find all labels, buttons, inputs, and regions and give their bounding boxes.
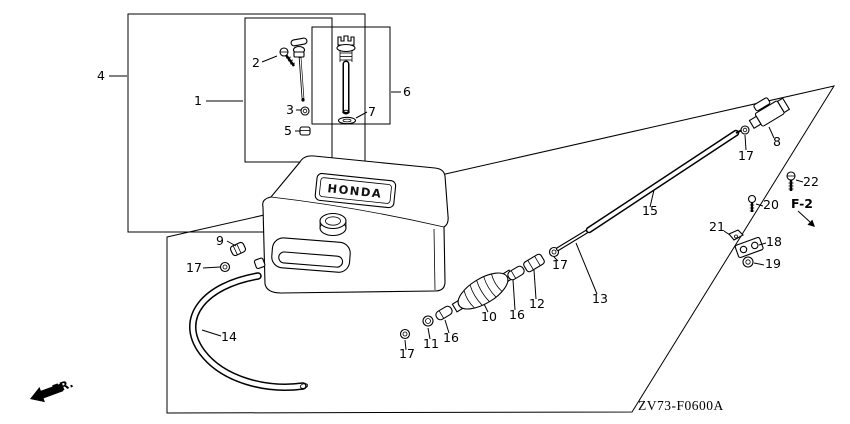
callout-21: 21 (709, 219, 725, 234)
callout-4: 4 (97, 68, 105, 83)
tank-joint-part-9 (229, 241, 247, 257)
page-ref-label: F-2 (791, 196, 813, 211)
callout-14: 14 (221, 329, 237, 344)
assembly-plane-outline (166, 85, 836, 414)
gauge-detail-box (311, 26, 391, 125)
callout-17d: 17 (738, 148, 754, 163)
callouts: 4 1 2 3 5 6 7 9 17 14 17 11 16 10 16 12 … (97, 55, 819, 361)
outline-frames (127, 13, 836, 414)
callout-19: 19 (765, 256, 781, 271)
callout-18: 18 (766, 234, 782, 249)
tank-outlet-stub (253, 257, 266, 270)
callout-17a: 17 (186, 260, 202, 275)
callout-8: 8 (773, 134, 781, 149)
fuel-cap-assembly-part-1 (290, 37, 308, 102)
callout-15: 15 (642, 203, 658, 218)
connector-part-12 (523, 253, 545, 273)
callout-17b: 17 (399, 346, 415, 361)
callout-11: 11 (423, 336, 439, 351)
engine-connector-part-8 (748, 97, 791, 129)
callout-2: 2 (252, 55, 260, 70)
cap-detail-box (244, 17, 333, 163)
callout-3: 3 (286, 102, 294, 117)
tank-right-edge (433, 228, 436, 291)
joint-part-16b (507, 265, 525, 281)
cap-group-box (127, 13, 366, 233)
screw-part-22 (786, 171, 796, 191)
gauge-washer-part-7 (337, 116, 357, 125)
bolt-part-20 (747, 194, 757, 212)
front-arrow-icon (30, 383, 64, 403)
nut-part-17b (399, 328, 411, 340)
front-direction-marker: FR. (30, 376, 75, 403)
page-reference: F-2 (791, 196, 815, 227)
front-direction-label: FR. (50, 376, 75, 396)
valve-cup-part-5 (299, 126, 311, 136)
callout-20: 20 (763, 197, 779, 212)
callout-16b: 16 (509, 307, 525, 322)
fuel-hose-part-13 (556, 230, 588, 251)
callout-7: 7 (368, 104, 376, 119)
joint-bracket-part-18 (734, 236, 764, 259)
callout-16a: 16 (443, 330, 459, 345)
callout-1: 1 (194, 93, 202, 108)
washer-part-19 (742, 256, 754, 268)
fuel-hose-part-14 (189, 272, 309, 391)
joint-part-16a (435, 305, 453, 321)
callout-12: 12 (529, 296, 545, 311)
callout-10: 10 (481, 309, 497, 324)
callout-6: 6 (403, 84, 411, 99)
fuel-tube-part-15 (585, 128, 744, 234)
fuel-gauge-part-6 (336, 35, 356, 115)
leader-lines (109, 55, 804, 351)
callout-9: 9 (216, 233, 224, 248)
callout-13: 13 (592, 291, 608, 306)
page-ref-arrowhead-icon (807, 219, 815, 227)
callout-5: 5 (284, 123, 292, 138)
tank-handle-recess (271, 237, 351, 273)
nut-part-17d (740, 125, 750, 135)
callout-17c: 17 (552, 257, 568, 272)
clip-part-21 (728, 229, 744, 241)
seal-ring-part-3 (300, 106, 310, 116)
page-ref-arrow-line (797, 210, 811, 223)
nut-part-11 (422, 315, 434, 327)
callout-22: 22 (803, 174, 819, 189)
diagram-code: ZV73-F0600A (638, 398, 724, 413)
tank-brand-label: HONDA (327, 181, 383, 201)
fuel-tank: HONDA (253, 155, 449, 294)
tank-filler-neck (319, 212, 347, 237)
nut-part-17a (219, 261, 231, 273)
honda-plate: HONDA (314, 172, 397, 209)
tank-top-front-edge (270, 196, 445, 228)
vent-screw-part-2 (279, 47, 296, 67)
